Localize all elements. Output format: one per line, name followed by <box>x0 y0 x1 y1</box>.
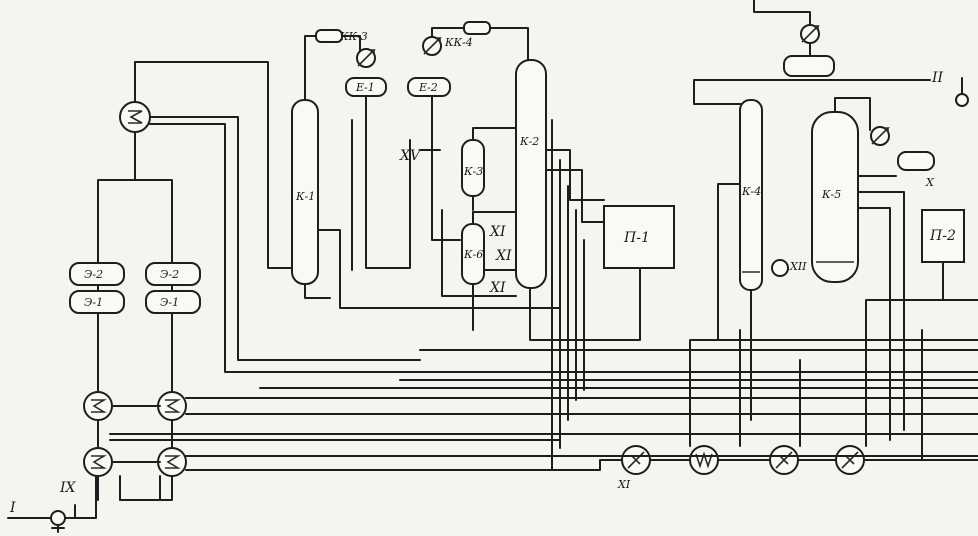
column-k2 <box>515 59 547 289</box>
feed-inlet <box>7 469 97 533</box>
label-e2-right: Э-2 <box>160 268 179 281</box>
stream-label-IX: IX <box>59 480 77 496</box>
label-k2: К-2 <box>519 135 539 148</box>
heat-exchanger-icon <box>83 447 113 477</box>
heat-exchanger-icon <box>157 391 187 421</box>
reboiler-icon <box>771 259 789 277</box>
cooler-icon-2 <box>689 445 719 475</box>
label-e2-drum: Е-2 <box>418 81 438 94</box>
pump-top-right-icon <box>955 93 969 107</box>
label-k4: К-4 <box>741 185 761 198</box>
feed-pump-icon <box>50 510 66 526</box>
reflux-drum-top-right <box>783 55 835 77</box>
label-e1-drum: Е-1 <box>355 81 375 94</box>
condenser-top-k1 <box>315 29 343 43</box>
electrodehydrator-e2-right <box>145 262 201 286</box>
electrodehydrator-e1-left <box>69 290 125 314</box>
stream-label-I: I <box>9 500 16 516</box>
furnace-p1 <box>603 205 675 269</box>
label-k5: К-5 <box>821 188 841 201</box>
label-k1: К-1 <box>295 190 315 203</box>
reflux-drum-e2 <box>407 77 451 97</box>
label-e1-left: Э-1 <box>84 296 103 309</box>
label-kk4: КК-4 <box>444 36 473 49</box>
top-heat-exchanger-icon <box>119 101 151 133</box>
label-kk3: КК-3 <box>339 30 368 43</box>
label-k6: К-6 <box>463 248 483 261</box>
label-k3: К-3 <box>463 165 483 178</box>
stream-label-XI-a: XI <box>489 224 506 240</box>
stream-label-XV: XV <box>399 148 422 164</box>
heat-exchanger-icon <box>157 447 187 477</box>
reflux-drum-k5 <box>897 151 935 171</box>
condenser-top-k2 <box>463 21 491 35</box>
heat-exchanger-group-left <box>83 179 187 501</box>
electrodehydrator-e1-right <box>145 290 201 314</box>
label-p2: П-2 <box>929 228 956 244</box>
heat-exchanger-icon <box>83 391 113 421</box>
label-e1-right: Э-1 <box>160 296 179 309</box>
stream-label-XII: XII <box>789 260 807 273</box>
stream-label-X: X <box>925 176 935 189</box>
electrodehydrator-group <box>69 262 201 314</box>
stream-label-XI-d: XI <box>617 478 631 491</box>
stream-label-II: II <box>931 70 944 86</box>
stream-label-XI-b: XI <box>495 248 512 264</box>
label-p1: П-1 <box>623 230 650 246</box>
electrodehydrator-e2-left <box>69 262 125 286</box>
label-e2-left: Э-2 <box>84 268 103 281</box>
stream-label-XI-c: XI <box>489 280 506 296</box>
